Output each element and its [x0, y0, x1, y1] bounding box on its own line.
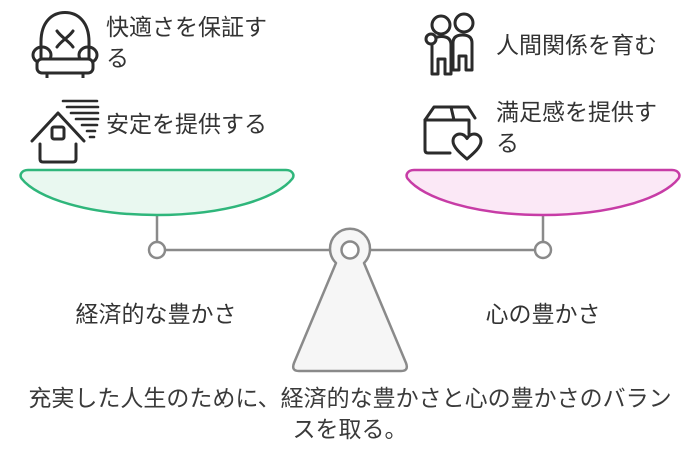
- people-relationship-icon: [424, 12, 475, 76]
- left-pan: [19, 168, 295, 217]
- armchair-icon: [31, 11, 99, 78]
- house-stability-icon: [30, 99, 100, 164]
- caption-line-1: 充実した人生のために、経済的な豊かさと心の豊かさのバラン: [28, 385, 672, 411]
- benefit-label-relationships: 人間関係を育む: [496, 32, 657, 58]
- left-pivot-circle: [147, 240, 167, 260]
- benefit-label-satisfaction: 満足感を提供する: [496, 99, 657, 156]
- fulcrum: [291, 227, 409, 373]
- caption: 充実した人生のために、経済的な豊かさと心の豊かさのバラン スを取る。: [0, 383, 700, 445]
- right-pan-label: 心の豊かさ: [485, 301, 601, 327]
- right-pan: [405, 168, 681, 217]
- left-pan-label: 経済的な豊かさ: [75, 301, 237, 327]
- right-pivot-circle: [533, 240, 553, 260]
- caption-line-2: スを取る。: [292, 416, 408, 442]
- fulcrum-hole: [340, 240, 360, 260]
- balance-scale: [19, 168, 681, 373]
- benefit-label-stability: 安定を提供する: [106, 111, 267, 137]
- box-heart-icon: [423, 105, 483, 161]
- benefit-label-comfort: 快適さを保証する: [106, 14, 267, 71]
